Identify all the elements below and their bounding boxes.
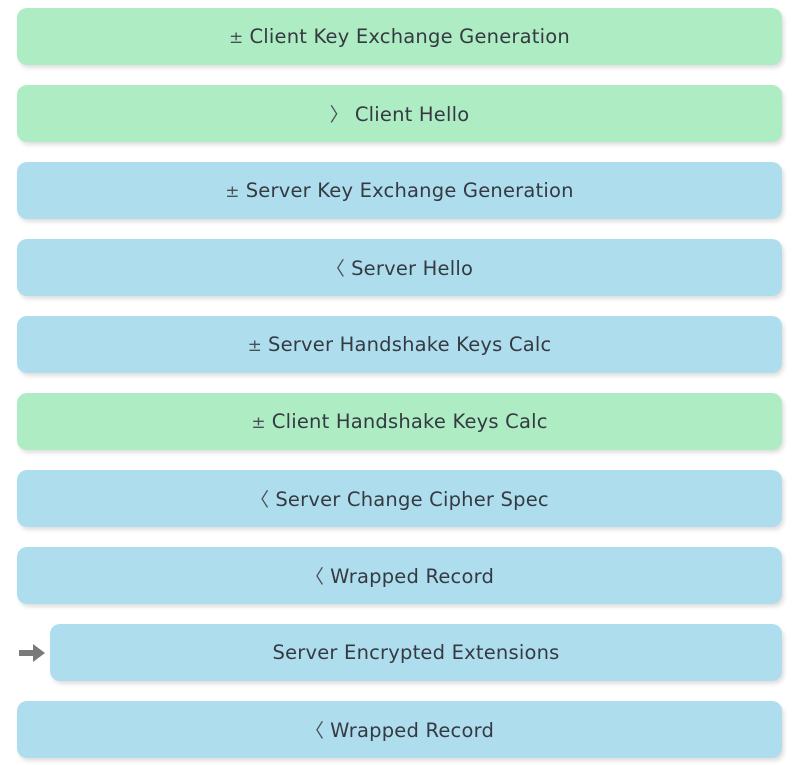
flow-row-label: 〈Server Change Cipher Spec (250, 485, 549, 512)
plus-minus-icon: ± (225, 182, 240, 202)
flow-bar-server[interactable]: 〈Server Change Cipher Spec (17, 470, 782, 527)
flow-row: 〈Server Hello (0, 239, 800, 296)
plus-minus-icon: ± (229, 28, 244, 48)
flow-row-label: 〈Wrapped Record (305, 562, 494, 589)
flow-bar-client[interactable]: 〉Client Hello (17, 85, 782, 142)
flow-bar-server[interactable]: 〈Wrapped Record (17, 701, 782, 758)
flow-row-label: ±Server Key Exchange Generation (225, 179, 573, 202)
flow-bar-server[interactable]: 〈Server Hello (17, 239, 782, 296)
flow-row-text: Server Handshake Keys Calc (268, 333, 552, 356)
flow-bar-client[interactable]: ±Client Handshake Keys Calc (17, 393, 782, 450)
flow-row: ±Server Handshake Keys Calc (0, 316, 800, 373)
flow-row-label: ±Client Handshake Keys Calc (251, 410, 547, 433)
flow-bar-server[interactable]: ±Server Handshake Keys Calc (17, 316, 782, 373)
flow-row: 〉Client Hello (0, 85, 800, 142)
flow-bar-server[interactable]: ±Server Key Exchange Generation (17, 162, 782, 219)
angle-left-icon: 〈 (304, 566, 325, 588)
flow-row-label: 〈Wrapped Record (305, 716, 494, 743)
flow-row-text: Server Hello (351, 257, 474, 280)
flow-bar-client[interactable]: ±Client Key Exchange Generation (17, 8, 782, 65)
flow-row: 〈Wrapped Record (0, 547, 800, 604)
flow-row-text: Wrapped Record (330, 565, 495, 588)
flow-row: 〈Server Change Cipher Spec (0, 470, 800, 527)
angle-left-icon: 〈 (250, 489, 270, 511)
angle-right-icon: 〉 (329, 104, 349, 126)
flow-row-label: ±Client Key Exchange Generation (229, 25, 570, 48)
flow-row-label: 〈Server Hello (326, 254, 473, 281)
flow-row-text: Client Key Exchange Generation (249, 25, 570, 48)
flow-row: 〈Wrapped Record (0, 701, 800, 758)
flow-row-label: 〉Client Hello (330, 100, 470, 127)
flow-row-text: Server Change Cipher Spec (275, 488, 549, 511)
plus-minus-icon: ± (251, 413, 266, 433)
flow-row: ±Server Key Exchange Generation (0, 162, 800, 219)
flow-bar-server[interactable]: Server Encrypted Extensions (50, 624, 782, 681)
flow-row-text: Server Key Exchange Generation (245, 179, 574, 202)
angle-left-icon: 〈 (325, 258, 346, 280)
angle-left-icon: 〈 (304, 720, 325, 742)
flow-row-text: Client Hello (354, 103, 470, 126)
flow-bar-server[interactable]: 〈Wrapped Record (17, 547, 782, 604)
arrow-right-marker-icon (17, 641, 47, 665)
plus-minus-icon: ± (247, 336, 263, 356)
flow-row-text: Client Handshake Keys Calc (271, 410, 548, 433)
flow-row: ±Client Key Exchange Generation (0, 8, 800, 65)
flow-row-label: Server Encrypted Extensions (273, 641, 560, 664)
flow-row-text: Server Encrypted Extensions (272, 641, 560, 664)
flow-row: ±Client Handshake Keys Calc (0, 393, 800, 450)
flow-row-label: ±Server Handshake Keys Calc (248, 333, 552, 356)
flow-row: Server Encrypted Extensions (0, 624, 800, 681)
flow-row-text: Wrapped Record (330, 719, 495, 742)
